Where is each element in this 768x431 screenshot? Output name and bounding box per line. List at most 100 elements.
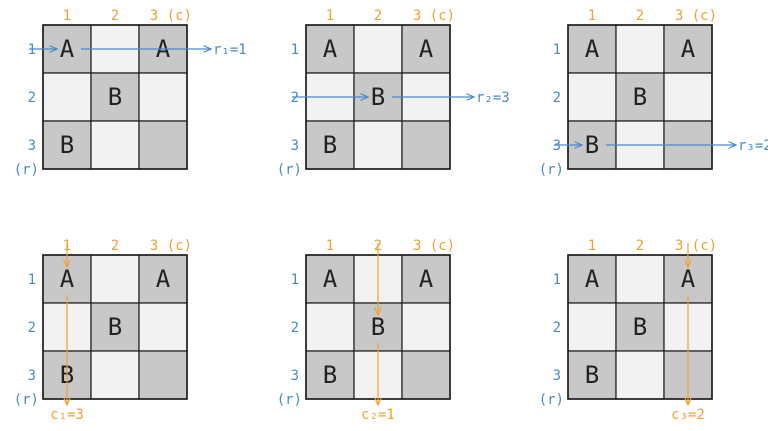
row-result-label: r₃=2: [738, 138, 768, 154]
col-header-1: 1: [326, 8, 334, 24]
row-axis-label: (r): [539, 392, 564, 408]
grid-cell: [567, 350, 617, 400]
cell-letter: A: [323, 35, 338, 63]
row-axis-label: (r): [277, 392, 302, 408]
row-header-3: 3: [291, 368, 299, 384]
grid-cell: [353, 120, 403, 170]
grid-cell: [353, 24, 403, 74]
cell-letter: A: [585, 265, 600, 293]
grid-cell: [615, 350, 665, 400]
row-header-1: 1: [28, 42, 36, 58]
col-result-label: c₁=3: [50, 407, 84, 423]
grid-border: [42, 24, 188, 170]
col-header-3: 3 (c): [413, 8, 455, 24]
col-header-3: 3 (c): [150, 8, 192, 24]
col-header-1: 1: [588, 238, 596, 254]
row-header-1: 1: [291, 42, 299, 58]
grid-cell: [615, 254, 665, 304]
panel-col-3: 1 2 3 (c) 1 2 3 (r) A A B Bc₃=2: [539, 238, 717, 423]
cell-letter: A: [323, 265, 338, 293]
cell-letter: B: [108, 313, 122, 341]
row-axis-label: (r): [14, 162, 39, 178]
row-header-3: 3: [553, 368, 561, 384]
grid-cell: [42, 72, 92, 122]
col-header-2: 2: [636, 238, 644, 254]
grid-cell: [401, 254, 451, 304]
cell-letter: A: [681, 35, 696, 63]
panel-row-2: 1 2 3 (c) 1 2 3 (r) A A B Br₂=3: [277, 8, 510, 178]
row-header-2: 2: [28, 90, 36, 106]
col-result-label: c₂=1: [361, 407, 395, 423]
row-header-3: 3: [553, 138, 561, 154]
cell-letter: A: [60, 265, 75, 293]
row-header-2: 2: [28, 320, 36, 336]
col-header-2: 2: [636, 8, 644, 24]
grid-cell: [401, 120, 451, 170]
row-header-1: 1: [553, 272, 561, 288]
grid-cell: [401, 350, 451, 400]
cell-letter: B: [585, 131, 599, 159]
col-header-3: 3 (c): [150, 238, 192, 254]
col-header-3: 3 (c): [413, 238, 455, 254]
grid-cell: [615, 302, 665, 352]
row-header-2: 2: [553, 320, 561, 336]
cell-letter: A: [156, 265, 171, 293]
row-header-3: 3: [28, 138, 36, 154]
grid-cell: [567, 72, 617, 122]
grid-cell: [305, 350, 355, 400]
row-header-1: 1: [28, 272, 36, 288]
cell-letter: A: [585, 35, 600, 63]
col-header-1: 1: [63, 8, 71, 24]
cell-letter: A: [419, 265, 434, 293]
cell-letter: B: [371, 313, 385, 341]
cell-letter: B: [585, 361, 599, 389]
row-result-label: r₁=1: [213, 42, 247, 58]
col-header-2: 2: [374, 8, 382, 24]
grid-border: [567, 254, 713, 400]
col-header-1: 1: [326, 238, 334, 254]
row-header-1: 1: [553, 42, 561, 58]
cell-letter: A: [60, 35, 75, 63]
col-result-label: c₃=2: [671, 407, 705, 423]
row-header-3: 3: [291, 138, 299, 154]
row-header-2: 2: [291, 320, 299, 336]
grid-cell: [138, 302, 188, 352]
col-header-1: 1: [588, 8, 596, 24]
grid-cell: [138, 350, 188, 400]
grid-border: [42, 254, 188, 400]
grid-cell: [663, 72, 713, 122]
col-header-2: 2: [111, 238, 119, 254]
cell-letter: B: [108, 83, 122, 111]
cell-letter: B: [323, 131, 337, 159]
grid-cell: [90, 120, 140, 170]
panels-root: 1 2 3 (c) 1 2 3 (r) A A B Br₁=1 1 2 3 (c) 1 2 3 (r) A A B Br₂…: [14, 8, 768, 423]
grid-cell: [138, 72, 188, 122]
row-header-2: 2: [553, 90, 561, 106]
row-result-label: r₂=3: [476, 90, 510, 106]
grid-cell: [401, 302, 451, 352]
grid-cell: [90, 254, 140, 304]
row-axis-label: (r): [277, 162, 302, 178]
col-header-3: 3 (c): [675, 8, 717, 24]
grid-border: [567, 24, 713, 170]
cell-letter: A: [681, 265, 696, 293]
row-header-1: 1: [291, 272, 299, 288]
grid-cell: [567, 302, 617, 352]
cell-letter: B: [371, 83, 385, 111]
cell-letter: A: [419, 35, 434, 63]
cell-letter: B: [323, 361, 337, 389]
row-axis-label: (r): [14, 392, 39, 408]
grid-cell: [138, 120, 188, 170]
row-header-3: 3: [28, 368, 36, 384]
grid-cell: [90, 350, 140, 400]
row-axis-label: (r): [539, 162, 564, 178]
cell-letter: B: [633, 313, 647, 341]
row-header-2: 2: [291, 90, 299, 106]
grid-cell: [305, 120, 355, 170]
grid-cell: [305, 302, 355, 352]
col-header-3: 3 (c): [675, 238, 717, 254]
